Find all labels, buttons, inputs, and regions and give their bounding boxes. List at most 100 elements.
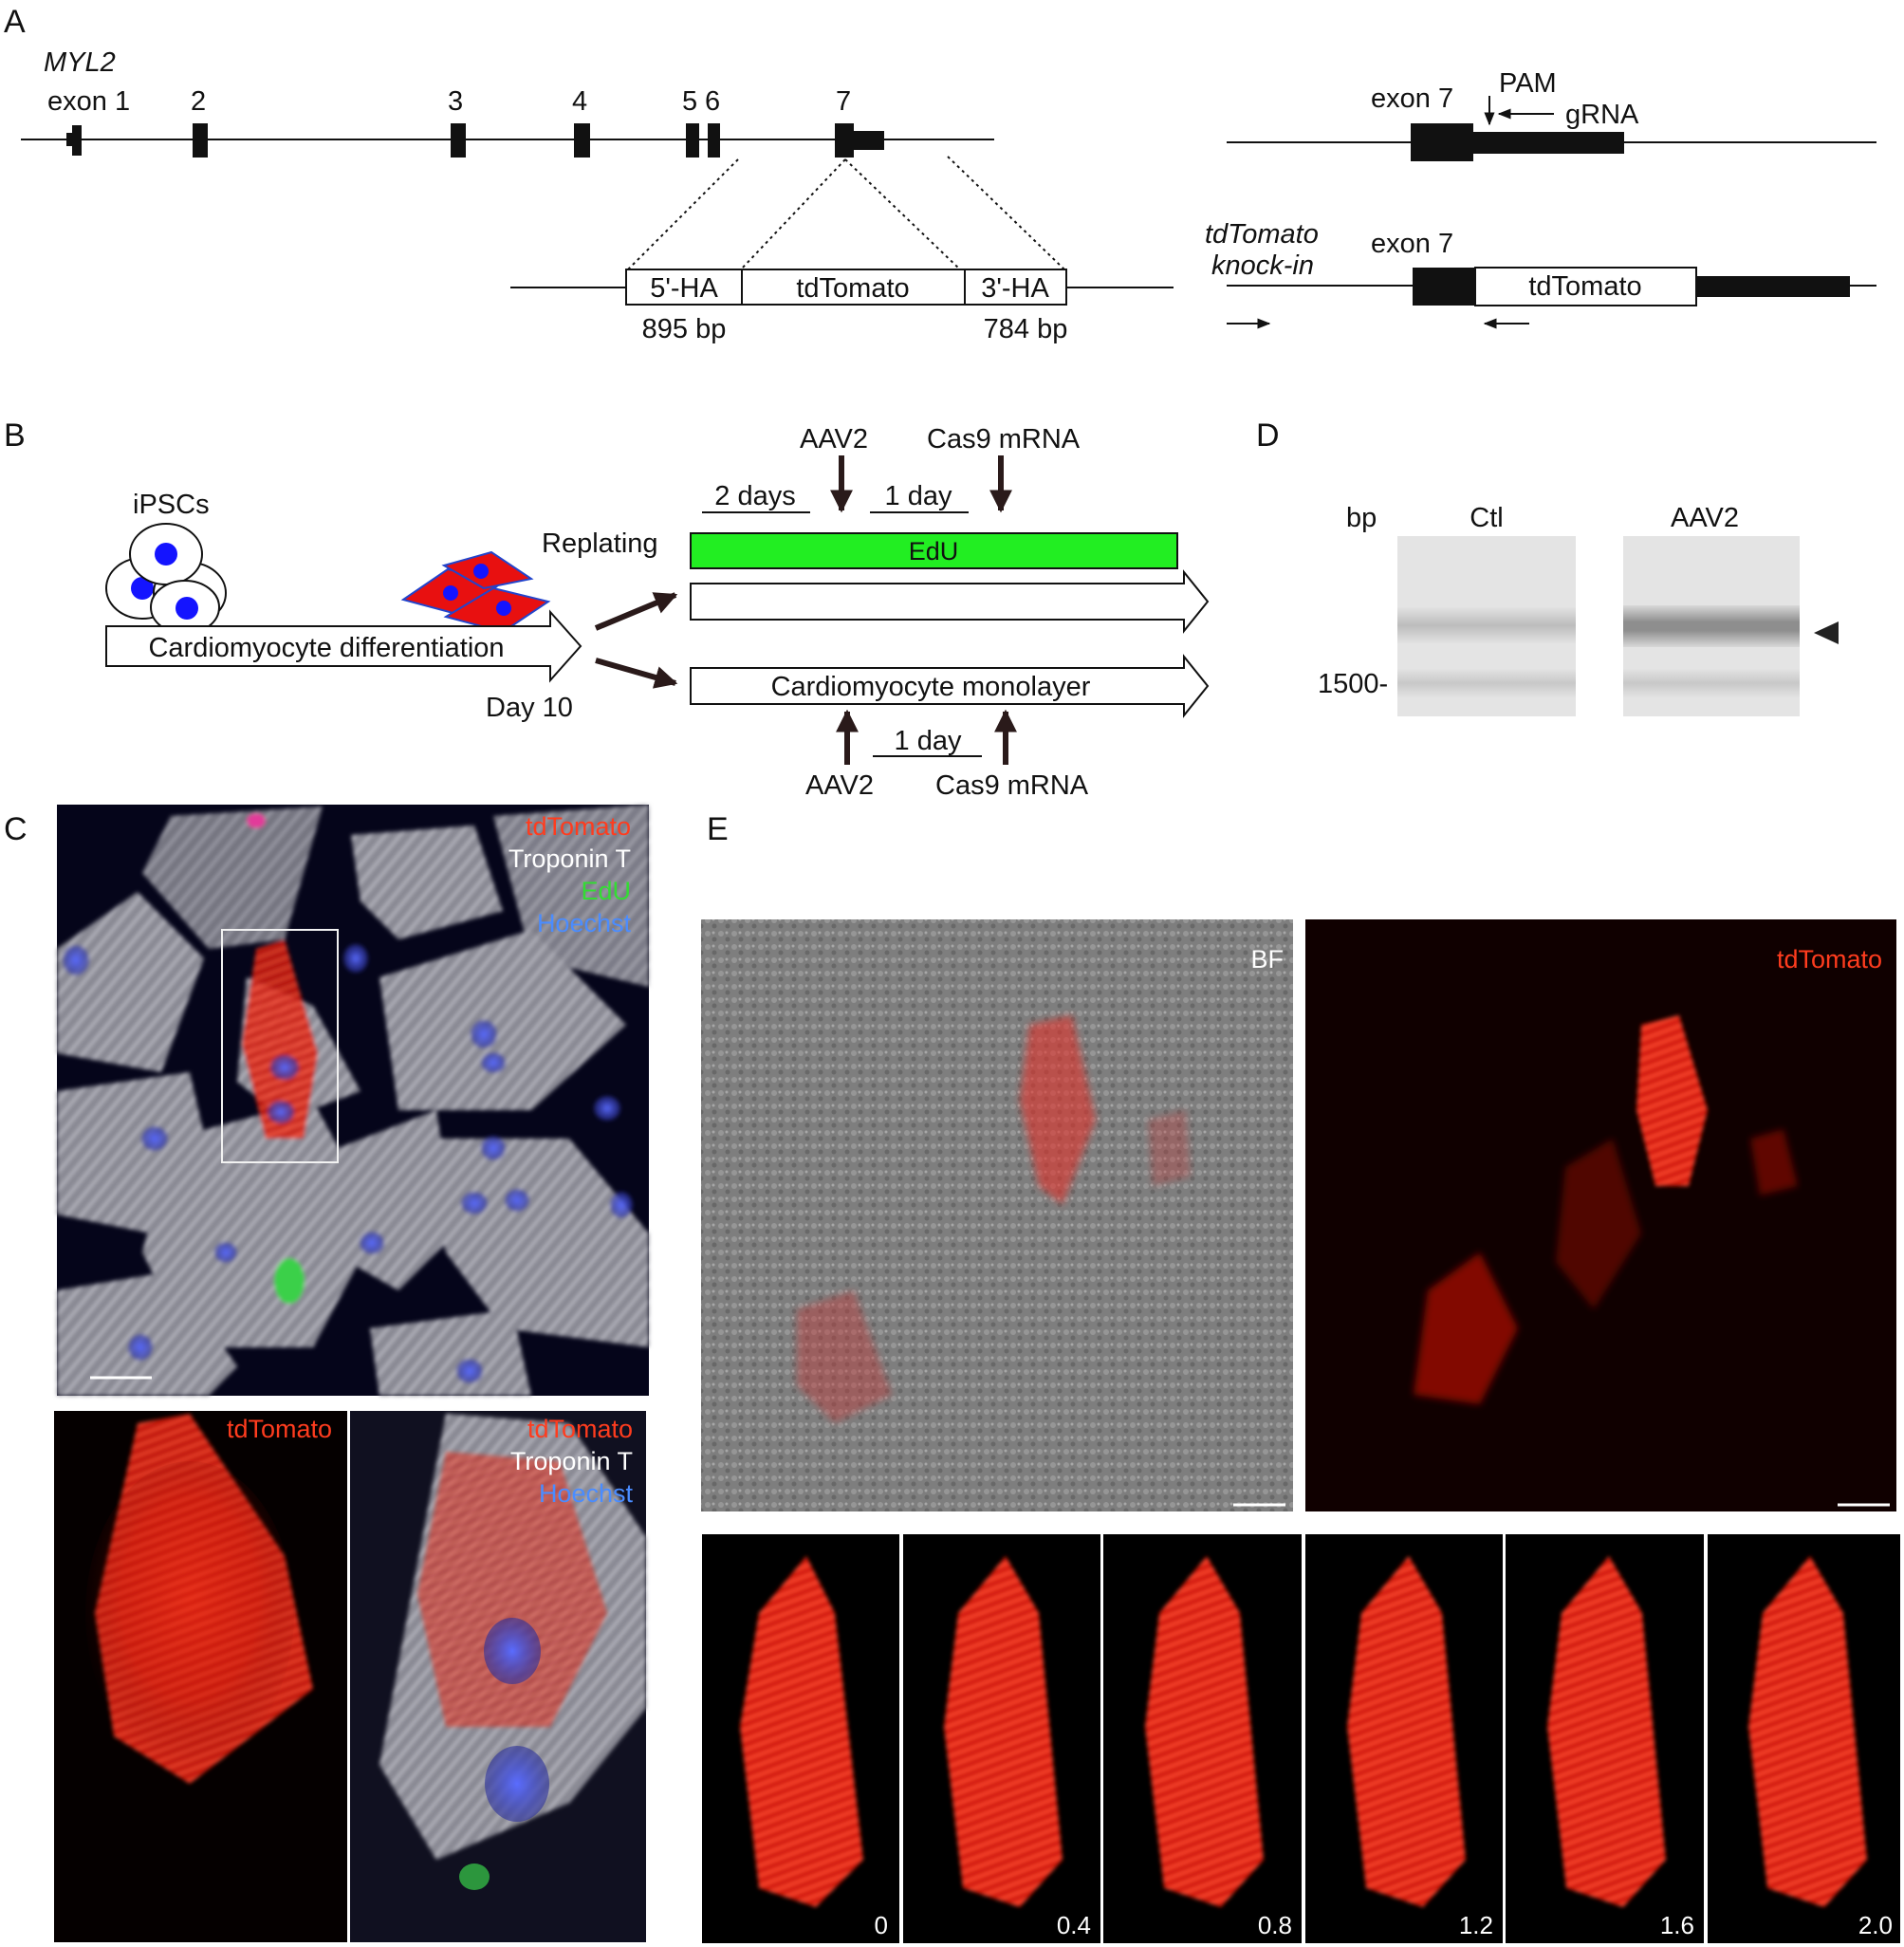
projection-line xyxy=(740,158,846,270)
ipscs-label: iPSCs xyxy=(133,490,210,520)
time-frame: 1.6 xyxy=(1506,1534,1704,1943)
exon-1-utr xyxy=(66,133,74,146)
grna-label: gRNA xyxy=(1565,100,1639,130)
replating-arrow xyxy=(690,569,1210,634)
exon-5-box xyxy=(686,123,699,158)
gel-ctl-band-lower xyxy=(1397,669,1576,697)
target-exon-label: exon 7 xyxy=(1371,83,1453,114)
target-exon7-box xyxy=(1411,123,1473,161)
edu-bar xyxy=(690,532,1178,569)
ha3-length: 784 bp xyxy=(984,314,1068,344)
gel-lane-ctl: Ctl xyxy=(1470,503,1503,533)
legend-tdtomato: tdTomato xyxy=(526,812,631,841)
projection-line xyxy=(947,156,1065,270)
exon-4-box xyxy=(574,123,590,158)
tdtomato-donor-label: tdTomato xyxy=(796,273,909,304)
gel-unit-label: bp xyxy=(1346,503,1377,533)
exon-label-7: 7 xyxy=(836,86,851,117)
exon-label-5: 5 xyxy=(682,86,697,117)
ha3-box xyxy=(964,269,1067,306)
panel-b-letter: B xyxy=(4,417,26,454)
crop-tdtomato-label: tdTomato xyxy=(227,1415,332,1443)
panel-d-letter: D xyxy=(1256,417,1280,454)
legend-hoechst: Hoechst xyxy=(537,909,632,937)
top-cas9-label: Cas9 mRNA xyxy=(927,424,1081,454)
exon-label-4: 4 xyxy=(572,86,587,117)
cardiomyocyte-cluster-icon xyxy=(400,550,551,634)
gel-ctl-band-faint xyxy=(1397,607,1576,643)
time-series: 0 0.4 0.8 1.2 1.6 2.0 xyxy=(702,1534,1900,1943)
inset-box xyxy=(221,929,339,1163)
gel-band-arrowhead xyxy=(1814,621,1839,644)
exon-label-6: 6 xyxy=(705,86,720,117)
tdtomato-image: tdTomato xyxy=(1305,919,1896,1511)
one-day-bottom-label: 1 day xyxy=(895,726,962,756)
knockin-tdtomato-label: tdTomato xyxy=(1528,271,1641,302)
monolayer-label: Cardiomyocyte monolayer xyxy=(771,672,1091,702)
crop-legend-troponin: Troponin T xyxy=(510,1447,633,1475)
knockin-exon-label: exon 7 xyxy=(1371,229,1453,259)
bf-image: BF xyxy=(701,919,1293,1511)
time-frame: 2.0 xyxy=(1708,1534,1900,1943)
merged-micrograph: tdTomato Troponin T EdU Hoechst xyxy=(57,805,649,1396)
gel-aav2-band-lower xyxy=(1623,669,1800,697)
legend-edu: EdU xyxy=(581,877,631,905)
tdtomato-image-label: tdTomato xyxy=(1777,945,1882,974)
time-frame: 0 xyxy=(702,1534,899,1943)
legend-troponin: Troponin T xyxy=(508,844,631,873)
panel-e-letter: E xyxy=(707,811,729,847)
exon-7-box xyxy=(835,123,854,158)
edu-label: EdU xyxy=(909,537,959,566)
gel-lane-aav2: AAV2 xyxy=(1671,503,1739,533)
differentiation-arrow xyxy=(105,609,582,683)
pam-label: PAM xyxy=(1499,68,1557,99)
exon-1-box xyxy=(72,125,82,156)
exon-label-1: exon 1 xyxy=(47,86,130,117)
bottom-aav-label: AAV2 xyxy=(805,770,874,801)
time-label-3: 1.2 xyxy=(1459,1911,1493,1939)
time-label-0: 0 xyxy=(875,1911,888,1939)
monolayer-arrow xyxy=(690,654,1210,718)
crop-merged-image: tdTomato Troponin T Hoechst xyxy=(350,1411,646,1942)
exon-6-box xyxy=(708,123,720,158)
exon-label-3: 3 xyxy=(448,86,463,117)
ha5-length: 895 bp xyxy=(642,314,727,344)
projection-line xyxy=(844,158,961,270)
knockin-utr xyxy=(1696,276,1850,297)
panel-c-letter: C xyxy=(4,811,28,847)
gel-aav2-band xyxy=(1623,605,1800,647)
bf-label: BF xyxy=(1250,945,1284,974)
two-days-label: 2 days xyxy=(714,481,795,511)
ha3-label: 3'-HA xyxy=(981,273,1049,304)
time-frame: 0.4 xyxy=(903,1534,1100,1943)
one-day-top-label: 1 day xyxy=(885,481,952,511)
day-label: Day 10 xyxy=(486,693,573,723)
exon-3-box xyxy=(451,123,466,158)
time-label-5: 2.0 xyxy=(1858,1911,1893,1939)
target-utr xyxy=(1470,132,1624,154)
time-label-4: 1.6 xyxy=(1660,1911,1694,1939)
time-frame: 0.8 xyxy=(1103,1534,1302,1943)
split-arrow-down xyxy=(595,658,678,689)
time-label-2: 0.8 xyxy=(1258,1911,1292,1939)
crop-legend-tdtomato: tdTomato xyxy=(527,1415,633,1443)
top-aav-label: AAV2 xyxy=(800,424,868,454)
crop-tdtomato-image: tdTomato xyxy=(54,1411,347,1942)
knockin-exon7-box xyxy=(1413,268,1475,306)
exon-7-utr xyxy=(852,131,884,150)
exon-label-2: 2 xyxy=(191,86,206,117)
gel-marker-label: 1500- xyxy=(1318,669,1388,699)
exon-2-box xyxy=(193,123,208,158)
panel-a-letter: A xyxy=(4,4,26,40)
bottom-cas9-label: Cas9 mRNA xyxy=(935,770,1089,801)
crop-legend-hoechst: Hoechst xyxy=(539,1479,634,1508)
projection-line xyxy=(627,158,739,270)
differentiation-label: Cardiomyocyte differentiation xyxy=(148,633,504,663)
ha5-label: 5'-HA xyxy=(650,273,718,304)
time-label-1: 0.4 xyxy=(1057,1911,1091,1939)
ha5-box xyxy=(625,269,743,306)
ipsc-cluster-icon xyxy=(105,523,227,635)
split-arrow-up xyxy=(594,592,678,631)
knockin-title-2: knock-in xyxy=(1211,250,1314,281)
